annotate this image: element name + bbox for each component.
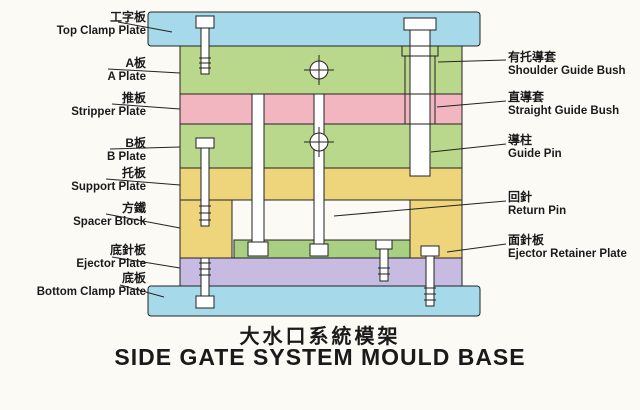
- label-zh: B板: [125, 136, 146, 150]
- label-shoulder-guide-bush: 有托導套 Shoulder Guide Bush: [508, 50, 640, 78]
- leader-line: [117, 21, 173, 33]
- label-zh: 底板: [121, 271, 146, 285]
- label-zh: A板: [125, 56, 146, 70]
- label-en: Ejector Plate: [76, 258, 146, 270]
- leader-line: [446, 243, 507, 253]
- screw-right-shaft: [425, 255, 435, 307]
- leader-line: [105, 178, 181, 186]
- label-zh: 推板: [121, 91, 146, 105]
- label-zh: 有托導套: [508, 50, 557, 64]
- label-en: Return Pin: [508, 205, 567, 217]
- straight-guide-bush-shape: [404, 93, 436, 125]
- label-en: Top Clamp Plate: [56, 25, 146, 37]
- screw-right-head: [420, 245, 440, 257]
- leader-line: [437, 59, 507, 63]
- label-en: Bottom Clamp Plate: [36, 286, 146, 298]
- label-en: Guide Pin: [508, 148, 562, 160]
- ejector-plate-shape: [179, 257, 463, 287]
- label-zh: 導柱: [508, 133, 533, 147]
- guide-pin-shape: [409, 27, 431, 177]
- label-zh: 直導套: [508, 90, 545, 104]
- label-top-clamp-plate: 工字板 Top Clamp Plate: [4, 10, 146, 38]
- label-en: Ejector Retainer Plate: [508, 248, 627, 260]
- screw-retainer-shaft: [379, 248, 389, 282]
- screw-retainer-head: [375, 239, 393, 250]
- guide-pin-head-shape: [403, 17, 437, 31]
- ejector-pin-shape: [313, 93, 325, 257]
- ejector-pin-head-shape: [309, 243, 329, 257]
- leader-line: [109, 146, 181, 150]
- label-zh: 托板: [121, 166, 146, 180]
- label-en: Support Plate: [71, 181, 146, 193]
- screw-bottom-head: [195, 295, 215, 309]
- leader-line: [105, 213, 181, 229]
- return-pin-shape: [251, 93, 265, 255]
- label-guide-pin: 導柱 Guide Pin: [508, 133, 640, 161]
- label-support-plate: 托板 Support Plate: [4, 166, 146, 194]
- screw-mid-head: [195, 137, 215, 149]
- label-ejector-retainer-plate: 面針板 Ejector Retainer Plate: [508, 233, 640, 261]
- label-zh: 回針: [508, 190, 533, 204]
- label-return-pin: 回針 Return Pin: [508, 190, 640, 218]
- leader-line: [333, 200, 507, 217]
- leader-line: [436, 100, 507, 108]
- screw-mid-shaft: [200, 147, 210, 227]
- label-en: Stripper Plate: [71, 106, 146, 118]
- label-spacer-block: 方鐵 Spacer Block: [4, 201, 146, 229]
- diagram-title-english: SIDE GATE SYSTEM MOULD BASE: [114, 344, 526, 370]
- label-en: A Plate: [107, 71, 146, 83]
- label-straight-guide-bush: 直導套 Straight Guide Bush: [508, 90, 640, 118]
- label-a-plate: A板 A Plate: [4, 56, 146, 84]
- label-zh: 面針板: [508, 233, 545, 247]
- label-b-plate: B板 B Plate: [4, 136, 146, 164]
- label-ejector-plate: 底針板 Ejector Plate: [4, 243, 146, 271]
- label-en: Shoulder Guide Bush: [508, 65, 626, 77]
- leader-line: [107, 68, 181, 74]
- label-en: Spacer Block: [73, 216, 146, 228]
- leader-line: [111, 256, 181, 269]
- screw-top-head: [195, 15, 215, 29]
- return-pin-head-shape: [247, 241, 269, 257]
- leader-line: [119, 284, 165, 298]
- screw-bottom-shaft: [200, 257, 210, 297]
- label-zh: 工字板: [109, 10, 146, 24]
- label-zh: 方鐵: [121, 201, 146, 215]
- label-en: Straight Guide Bush: [508, 105, 620, 117]
- label-bottom-clamp-plate: 底板 Bottom Clamp Plate: [4, 271, 146, 299]
- leader-line: [111, 103, 181, 110]
- label-en: B Plate: [107, 151, 146, 163]
- label-zh: 底針板: [109, 243, 146, 257]
- diagram-title-chinese: 大水口系統模架: [239, 326, 401, 348]
- label-stripper-plate: 推板 Stripper Plate: [4, 91, 146, 119]
- leader-line: [430, 143, 507, 153]
- screw-top-shaft: [200, 27, 210, 75]
